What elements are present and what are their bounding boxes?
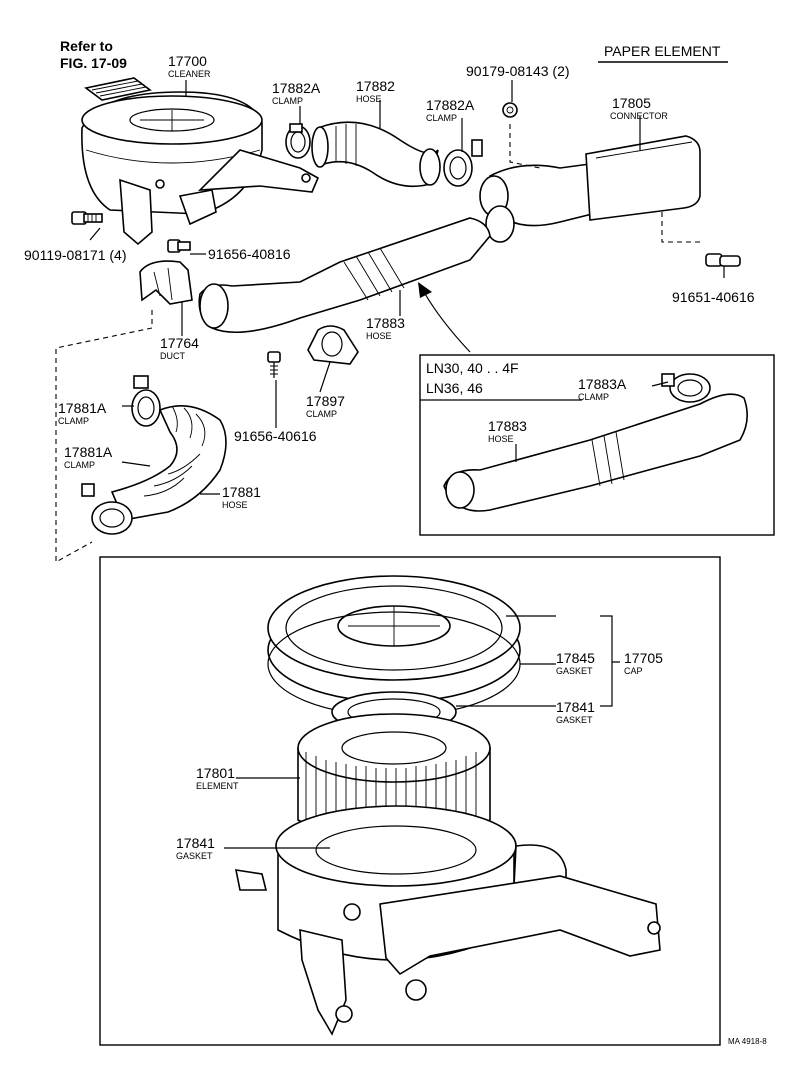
hose-17881-icon [110,404,227,521]
clamp-17897-icon [307,325,359,365]
callout-17764-number: 17764 [160,335,199,351]
cleaner-case-icon [234,805,661,1036]
detail-box [99,556,721,1046]
refer-line1: Refer to [60,38,113,54]
inset-pointer-arrow [423,291,471,353]
callout-17881a-lower-name: CLAMP [64,460,95,470]
clamp-17882a-left-icon [285,123,311,159]
callout-91656b-number: 91656-40616 [234,428,317,444]
inset-callout-17883a-number: 17883A [578,376,627,392]
callout-17882-number: 17882 [356,78,395,94]
detail-callout-17705-number: 17705 [624,650,663,666]
detail-callout-17841-top-name: GASKET [556,715,593,725]
inset-callout-17883-name: HOSE [488,434,514,444]
hose-17883-icon [198,217,491,333]
detail-callout-17841-bottom-number: 17841 [176,835,215,851]
callout-17881a-upper-number: 17881A [58,400,107,416]
callout-17700-name: CLEANER [168,69,211,79]
detail-leaders [224,615,620,849]
detail-callout-17801-number: 17801 [196,765,235,781]
inset-models-line1: LN30, 40 . . 4F [426,360,519,376]
duct-17764-icon [139,260,193,305]
refer-line2: FIG. 17-09 [60,55,127,71]
callout-17805-name: CONNECTOR [610,111,668,121]
detail-callout-17845-number: 17845 [556,650,595,666]
connector-dash-right [661,212,700,243]
bolt-91656a-icon [167,239,191,253]
nut-90179-icon [502,102,518,118]
callout-17700-number: 17700 [168,53,207,69]
detail-callout-17801-name: ELEMENT [196,781,239,791]
clamp-17882a-right-icon [443,139,483,187]
callout-17764-name: DUCT [160,351,185,361]
upper-leaders [89,80,725,495]
callout-17882-name: HOSE [356,94,382,104]
inset-clamp-17883a-icon [661,373,711,403]
callout-17882a-left-name: CLAMP [272,96,303,106]
inset-callout-17883a-name: CLAMP [578,392,609,402]
detail-callout-17705-name: CAP [624,666,643,676]
inset-models-line2: LN36, 46 [426,380,483,396]
callout-90179-number: 90179-08143 (2) [466,63,570,79]
callout-17882a-left-number: 17882A [272,80,321,96]
callout-17897-number: 17897 [306,393,345,409]
inset-pointer-arrowhead [418,282,432,298]
callout-17881-number: 17881 [222,484,261,500]
callout-17881-name: HOSE [222,500,248,510]
bolt-91656b-icon [267,351,281,378]
detail-callout-17841-bottom-name: GASKET [176,851,213,861]
callout-17883-name: HOSE [366,331,392,341]
inset-callout-17883-number: 17883 [488,418,527,434]
callout-17881a-lower-number: 17881A [64,444,113,460]
connector-17805-icon [479,135,701,243]
clamp-17881a-lower-icon [81,483,133,535]
detail-callout-17845-name: GASKET [556,666,593,676]
callout-17882a-right-number: 17882A [426,97,475,113]
clamp-17881a-upper-icon [131,375,161,427]
figure-code: MA 4918-8 [728,1037,767,1046]
callout-90119-number: 90119-08171 (4) [24,247,126,263]
callout-17805-number: 17805 [612,95,651,111]
air-cleaner-assembly [81,77,320,246]
callout-17881a-upper-name: CLAMP [58,416,89,426]
inset-hose-17883-icon [443,393,748,512]
hose-17882-icon [311,121,441,188]
callout-91656a-number: 91656-40816 [208,246,291,262]
connector-dash-top [509,124,541,169]
callout-17882a-right-name: CLAMP [426,113,457,123]
bolt-91651-icon [705,253,741,267]
link-dash-left [55,310,153,563]
callout-91651-number: 91651-40616 [672,289,755,305]
inset-box [419,354,775,536]
cap-17705-icon [267,575,521,703]
detail-callout-17841-top-number: 17841 [556,699,595,715]
diagram-title: PAPER ELEMENT [604,43,721,59]
bolt-90119-icon [71,211,103,225]
callout-17897-name: CLAMP [306,409,337,419]
callout-17883-number: 17883 [366,315,405,331]
